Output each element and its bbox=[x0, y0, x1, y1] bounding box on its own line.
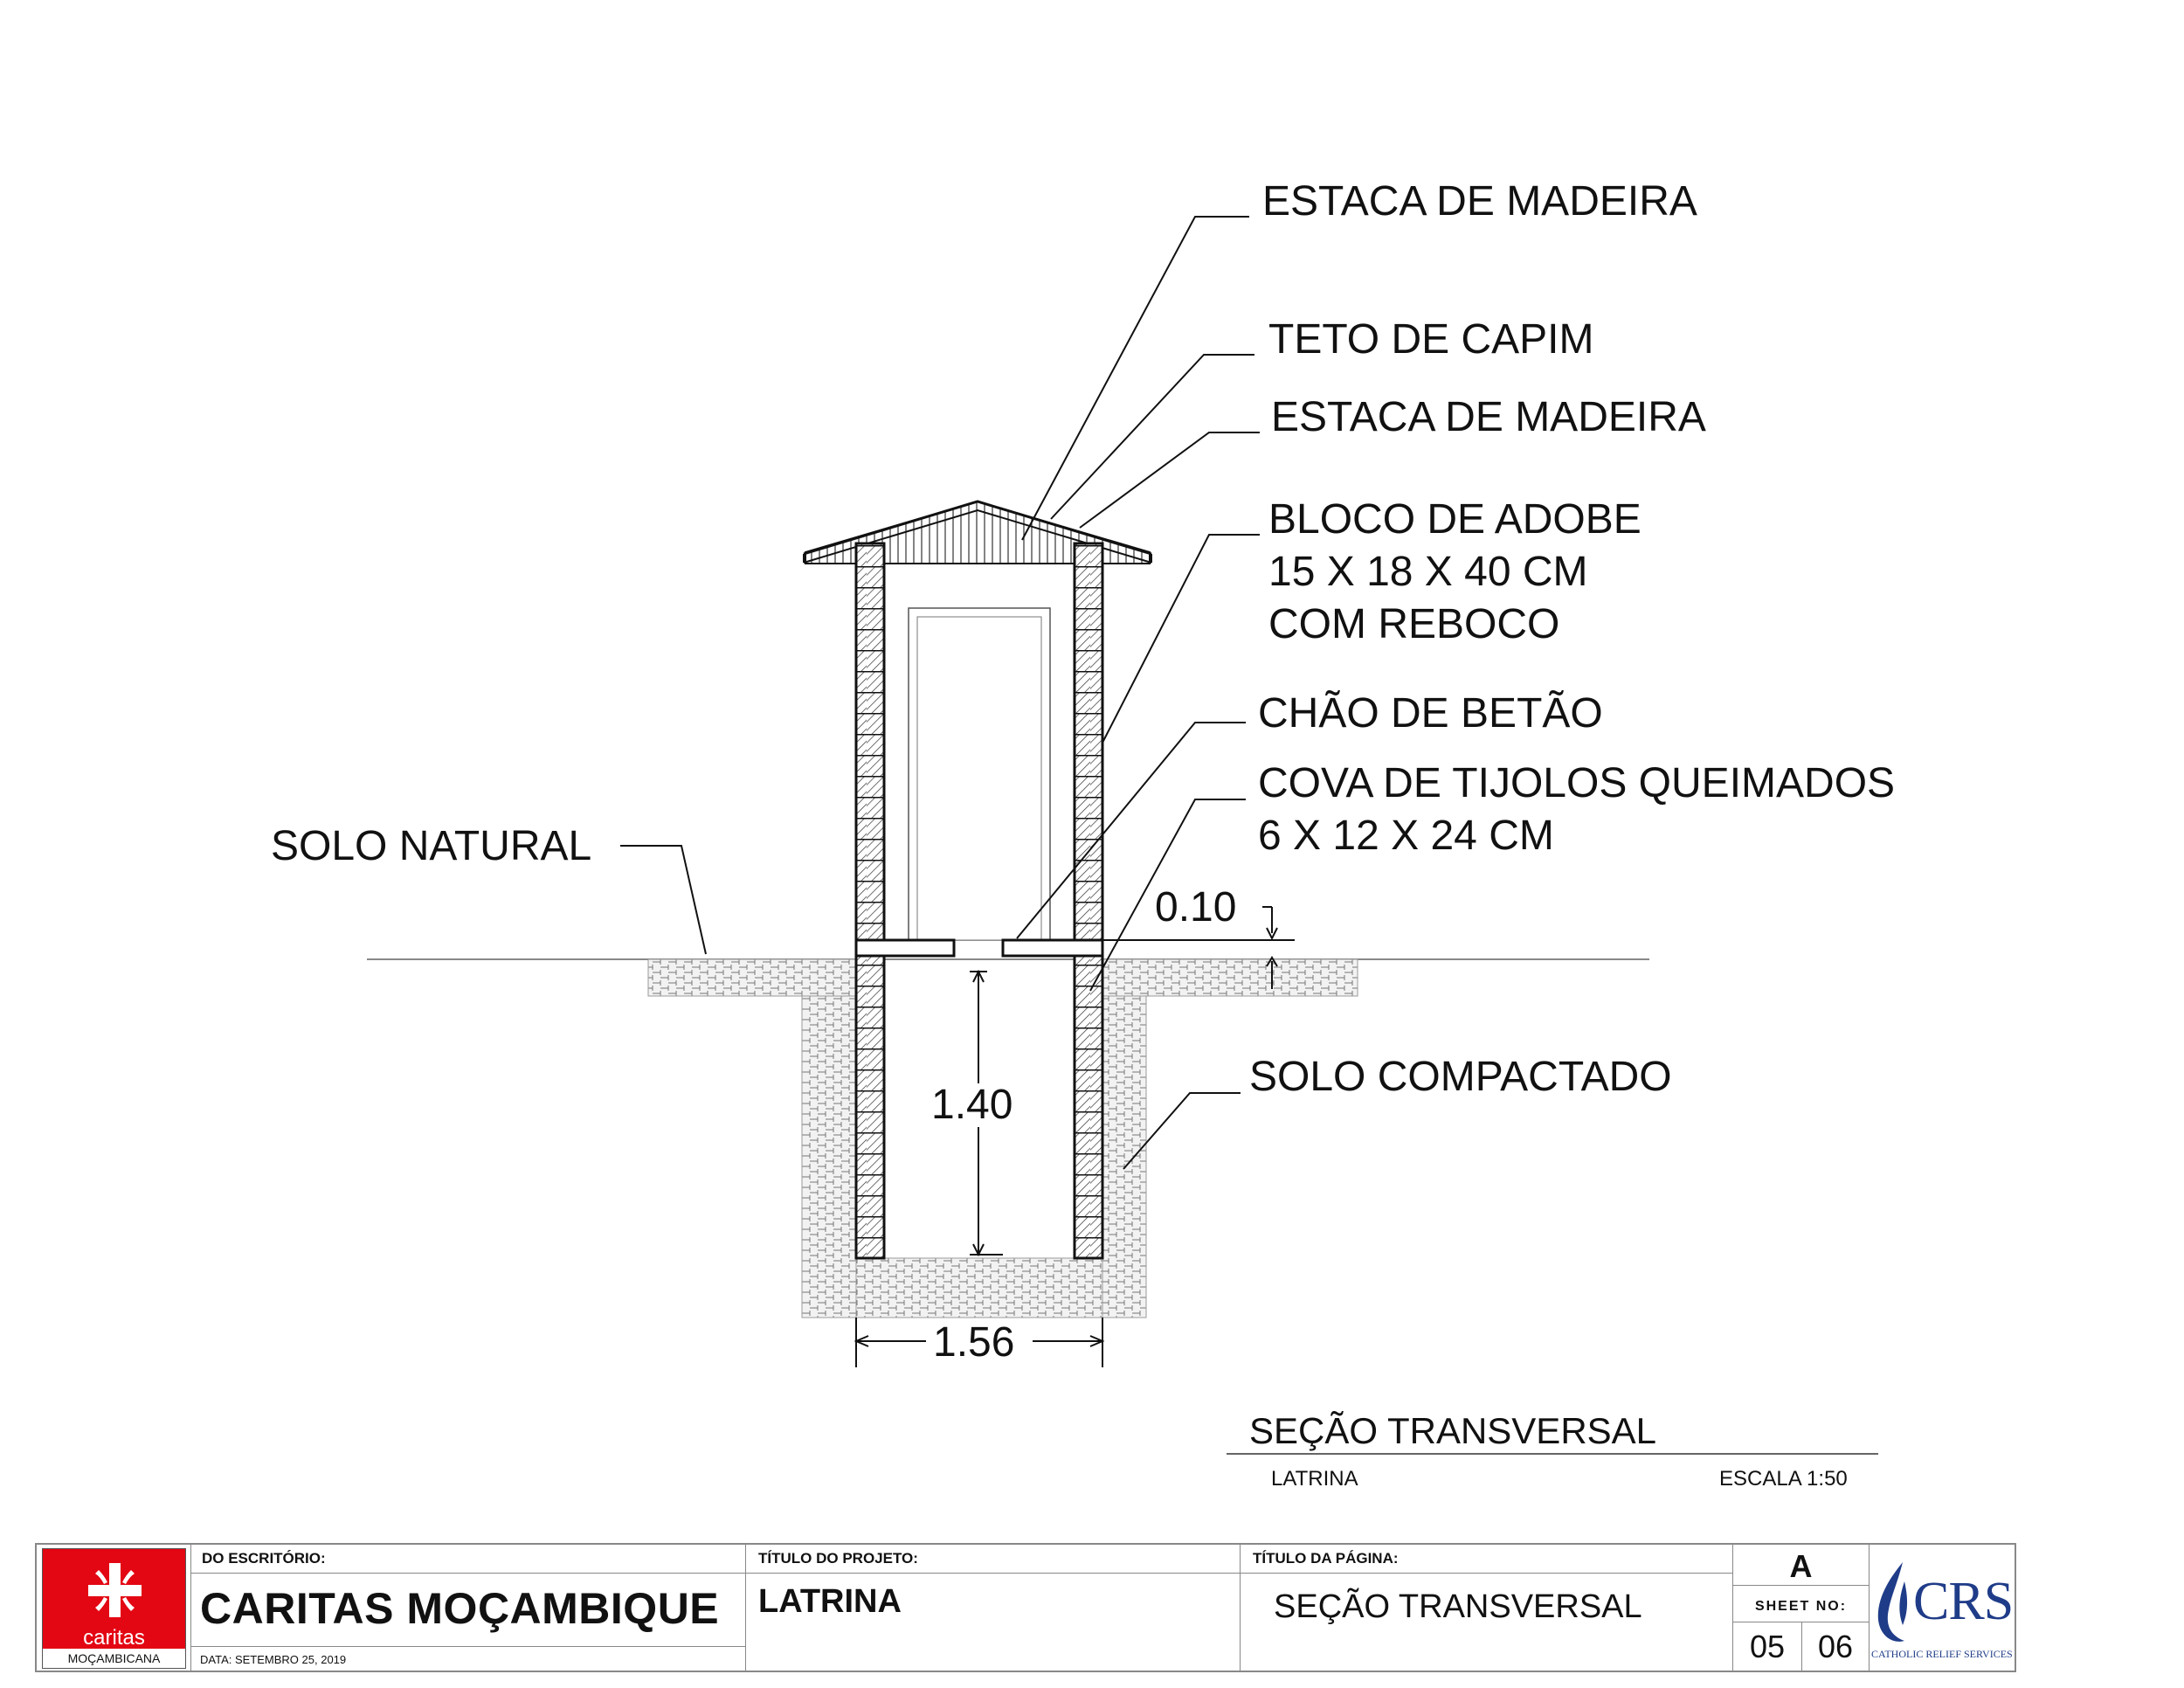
label-teto-capim: TETO DE CAPIM bbox=[1268, 316, 1594, 363]
crs-logo-sub: CATHOLIC RELIEF SERVICES bbox=[1871, 1648, 2013, 1660]
caritas-logo-sub: MOÇAMBICANA bbox=[43, 1649, 185, 1668]
dim-width-label: 1.56 bbox=[933, 1319, 1014, 1366]
office-value: CARITAS MOÇAMBIQUE bbox=[200, 1584, 720, 1633]
compacted-soil bbox=[801, 995, 1147, 1318]
view-subtitle: LATRINA bbox=[1271, 1467, 1358, 1491]
crs-logo-text: CRS bbox=[1913, 1572, 2014, 1631]
leader-lines bbox=[620, 216, 1260, 1170]
view-title: SEÇÃO TRANSVERSAL bbox=[1249, 1410, 1656, 1451]
pit-wall-right bbox=[1073, 954, 1104, 1260]
concrete-slab bbox=[854, 938, 1104, 958]
date-text: DATA: SETEMBRO 25, 2019 bbox=[200, 1653, 347, 1666]
view-scale: ESCALA 1:50 bbox=[1719, 1467, 1848, 1491]
label-bloco-adobe-2: 15 X 18 X 40 CM bbox=[1268, 549, 1588, 595]
office-section: DO ESCRITÓRIO: CARITAS MOÇAMBIQUE DATA: … bbox=[190, 1545, 746, 1671]
adobe-wall-left bbox=[854, 542, 886, 942]
sheet-section: A SHEET NO: 05 06 bbox=[1733, 1545, 1870, 1671]
caritas-logo-text: caritas bbox=[83, 1626, 145, 1650]
label-chao-betao: CHÃO DE BETÃO bbox=[1258, 689, 1603, 737]
caritas-cross-icon bbox=[88, 1563, 142, 1617]
label-estaca-mid: ESTACA DE MADEIRA bbox=[1271, 394, 1706, 440]
label-bloco-adobe-1: BLOCO DE ADOBE bbox=[1268, 496, 1641, 543]
page-label: TÍTULO DA PÁGINA: bbox=[1253, 1550, 1399, 1567]
caritas-logo: caritas MOÇAMBICANA bbox=[42, 1548, 186, 1669]
project-value: LATRINA bbox=[758, 1583, 902, 1620]
label-cova-tijolos-1: COVA DE TIJOLOS QUEIMADOS bbox=[1258, 760, 1895, 806]
crs-flame-icon bbox=[1877, 1562, 1908, 1642]
sheet-total: 06 bbox=[1817, 1629, 1854, 1664]
sheet-size: A bbox=[1789, 1548, 1813, 1584]
project-label: TÍTULO DO PROJETO: bbox=[758, 1550, 918, 1567]
natural-soil bbox=[647, 958, 1358, 997]
dim-depth-label: 1.40 bbox=[931, 1082, 1013, 1128]
sheet-number: 05 bbox=[1749, 1629, 1786, 1664]
adobe-wall-right bbox=[1073, 542, 1104, 942]
page-title-section: TÍTULO DA PÁGINA: SEÇÃO TRANSVERSAL bbox=[1241, 1545, 1733, 1671]
label-estaca-top: ESTACA DE MADEIRA bbox=[1262, 178, 1697, 225]
dim-depth-marker bbox=[970, 969, 1003, 1257]
sheet-label: SHEET NO: bbox=[1754, 1599, 1848, 1614]
title-block: caritas MOÇAMBICANA DO ESCRITÓRIO: CARIT… bbox=[35, 1543, 2016, 1672]
page-value: SEÇÃO TRANSVERSAL bbox=[1274, 1588, 1642, 1625]
label-cova-tijolos-2: 6 X 12 X 24 CM bbox=[1258, 813, 1554, 859]
crs-logo: CRS CATHOLIC RELIEF SERVICES bbox=[1870, 1545, 2015, 1671]
dim-width-marker bbox=[854, 1318, 1105, 1367]
label-solo-natural: SOLO NATURAL bbox=[271, 823, 591, 869]
label-solo-compactado: SOLO COMPACTADO bbox=[1249, 1054, 1672, 1100]
project-section: TÍTULO DO PROJETO: LATRINA bbox=[746, 1545, 1241, 1671]
door bbox=[908, 607, 1051, 941]
label-bloco-adobe-3: COM REBOCO bbox=[1268, 601, 1559, 647]
dim-slab-label: 0.10 bbox=[1155, 884, 1236, 930]
dim-slab-marker bbox=[1102, 906, 1295, 989]
office-label: DO ESCRITÓRIO: bbox=[202, 1550, 326, 1567]
pit-wall-left bbox=[854, 954, 886, 1260]
